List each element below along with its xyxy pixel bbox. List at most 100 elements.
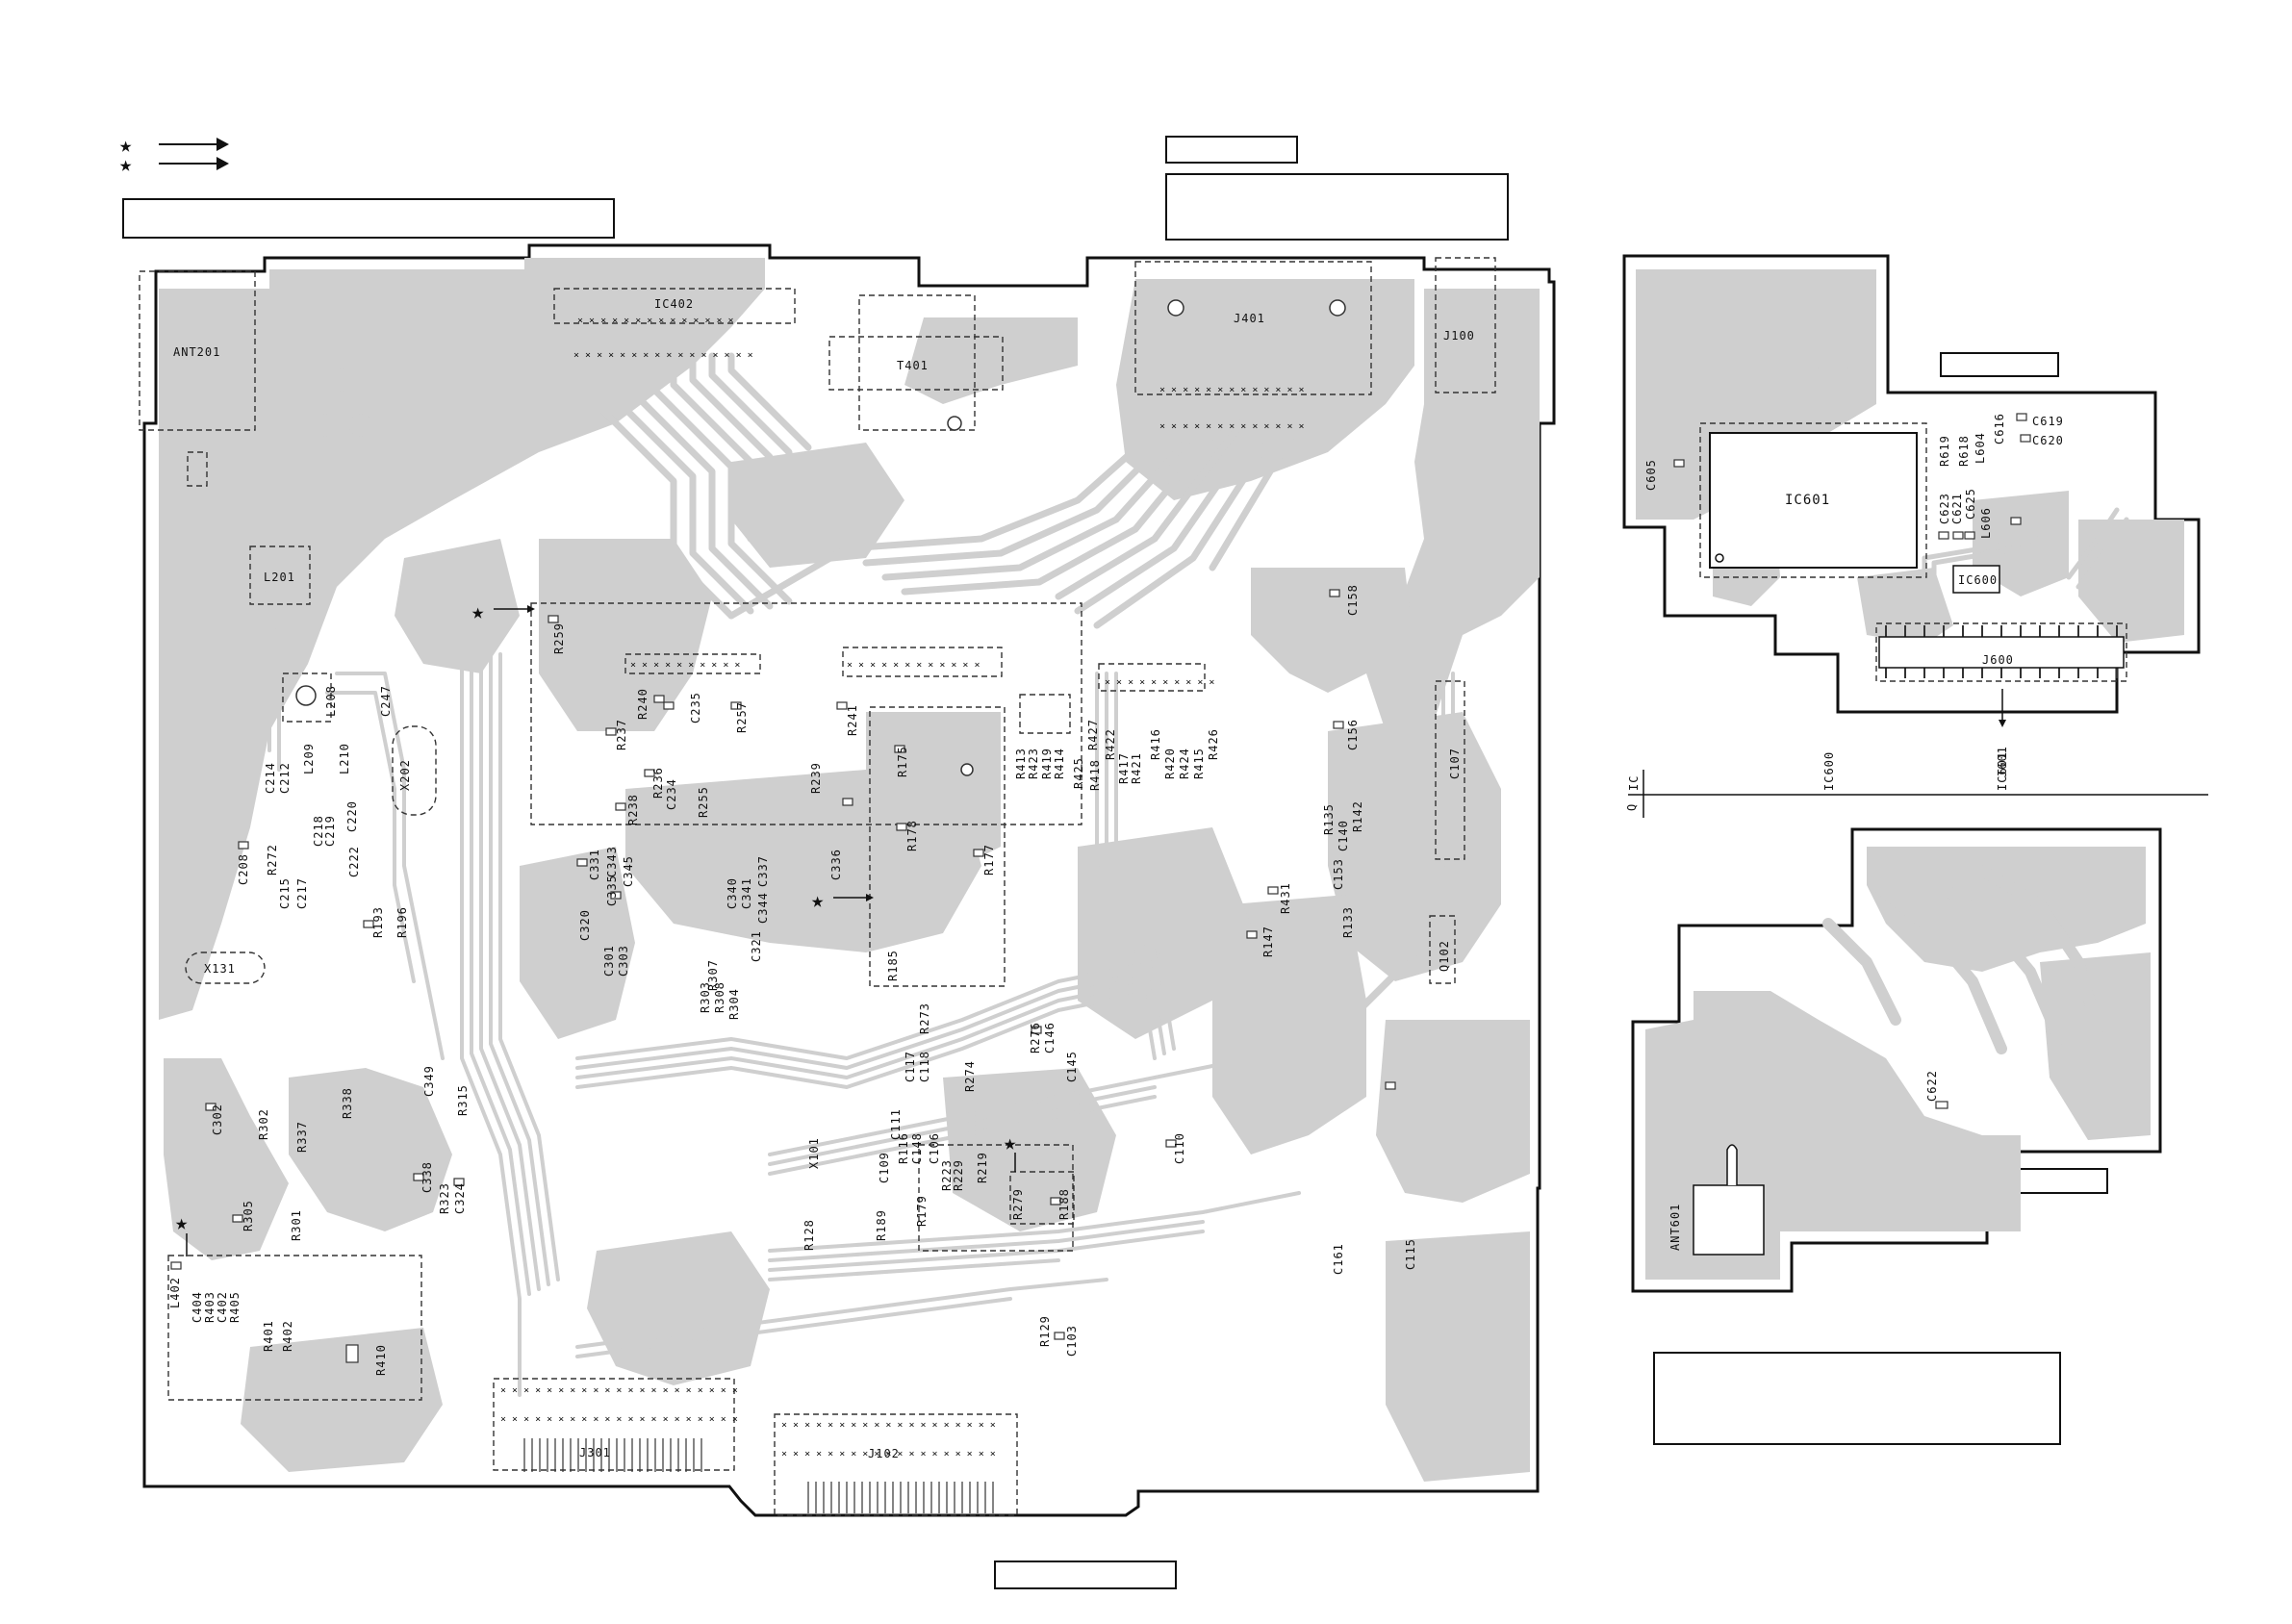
- component-label: C158: [1346, 584, 1360, 616]
- component-label: J601: [1996, 746, 2009, 777]
- component-label: R323: [438, 1182, 451, 1214]
- component-label: C623: [1938, 493, 1951, 524]
- component-label: R257: [735, 701, 749, 733]
- component-label: R272: [266, 844, 279, 875]
- component-label: C235: [689, 692, 702, 723]
- component-label: R129: [1038, 1315, 1052, 1347]
- component-label: R405: [228, 1291, 242, 1323]
- component-label: R421: [1130, 752, 1143, 784]
- svg-text:★: ★: [811, 889, 824, 913]
- svg-text:★: ★: [119, 153, 132, 177]
- component-label: C621: [1950, 493, 1964, 524]
- component-label: C115: [1404, 1238, 1417, 1270]
- svg-text:× × × × × × × × × × × × × × ×: × × × × × × × × × × × × × × × × × × × × …: [500, 1385, 738, 1396]
- component-label: C106: [928, 1132, 941, 1164]
- component-label: L402: [168, 1277, 182, 1308]
- component-label: R223: [940, 1159, 954, 1191]
- component-label: R237: [615, 719, 628, 750]
- component-label: J600: [1982, 653, 2014, 667]
- title-box-main: [122, 198, 615, 239]
- svg-text:× × × × × × × × × × × × ×: × × × × × × × × × × × × ×: [1159, 385, 1305, 395]
- component-label: R239: [809, 762, 823, 794]
- component-label: C321: [750, 930, 763, 962]
- component-label: C118: [918, 1051, 931, 1082]
- legend-star-arrows: ★ ★: [119, 134, 229, 177]
- component-label: R303: [699, 981, 712, 1013]
- component-label: C110: [1173, 1132, 1186, 1164]
- component-label: C341: [740, 877, 753, 909]
- svg-text:× × × × × × × × × × × × × × ×: × × × × × × × × × × × × × × × × × × ×: [781, 1449, 996, 1459]
- component-label: R413: [1014, 748, 1028, 779]
- component-label: C234: [665, 778, 678, 810]
- component-label: IC402: [654, 297, 694, 311]
- component-label: R189: [875, 1209, 888, 1241]
- component-label: C156: [1346, 719, 1360, 750]
- connector-pins: × × × × × × × × × × × × × × × × × × × × …: [500, 316, 1305, 1459]
- svg-text:★: ★: [1004, 1131, 1016, 1155]
- component-label: IC600: [1958, 573, 1998, 587]
- component-label: R418: [1088, 759, 1102, 791]
- component-label: X131: [204, 962, 236, 976]
- component-label: R305: [242, 1200, 255, 1231]
- component-label: C622: [1925, 1070, 1939, 1102]
- component-label: R425: [1072, 757, 1085, 789]
- component-label: R315: [456, 1084, 470, 1116]
- component-label: R196: [395, 906, 409, 938]
- component-label: R338: [341, 1087, 354, 1119]
- component-label: R618: [1957, 435, 1971, 467]
- svg-text:× × × × × × × × × × × × × × ×: × × × × × × × × × × × × × × × × × × × × …: [500, 1414, 738, 1425]
- component-label: C117: [904, 1051, 917, 1082]
- component-label: R422: [1104, 728, 1117, 760]
- connection-stars: ★ ★ ★ ★: [175, 600, 1016, 1256]
- component-label: R188: [1057, 1188, 1071, 1220]
- component-label: R255: [697, 786, 710, 818]
- title-box-small: [1165, 136, 1298, 164]
- component-label: C219: [323, 815, 337, 847]
- component-label: C337: [756, 855, 770, 887]
- component-label: C107: [1448, 748, 1462, 779]
- divider-label-center: IC600: [1822, 751, 1836, 791]
- component-label: T401: [897, 359, 929, 372]
- component-label: R619: [1938, 435, 1951, 467]
- main-board-labels: ANT201 IC402 T401 J401 J100 L201 R259 L2…: [168, 297, 1474, 1460]
- component-label: C214: [264, 762, 277, 794]
- component-label: L604: [1974, 432, 1987, 464]
- component-label: L210: [338, 743, 351, 774]
- component-label: C218: [312, 815, 325, 847]
- component-label: L208: [324, 685, 338, 717]
- component-label: L201: [264, 571, 295, 584]
- component-label: R276: [1029, 1022, 1042, 1053]
- component-label: C619: [2032, 415, 2064, 428]
- component-label: C111: [889, 1108, 903, 1140]
- component-label: R229: [952, 1159, 965, 1191]
- component-label: C145: [1065, 1051, 1079, 1082]
- component-label: IC601: [1785, 493, 1830, 508]
- component-label: C349: [422, 1065, 436, 1097]
- component-label: X101: [807, 1137, 821, 1169]
- svg-text:× × × × × × × × × × × × × ×: × × × × × × × × × × × × × ×: [577, 316, 734, 326]
- component-label: C146: [1043, 1022, 1057, 1053]
- component-label: C161: [1332, 1243, 1345, 1275]
- component-label: R402: [281, 1320, 294, 1352]
- component-label: R419: [1040, 748, 1054, 779]
- component-label: C153: [1332, 858, 1345, 890]
- component-label: R147: [1261, 926, 1275, 957]
- component-label: J301: [579, 1446, 611, 1459]
- component-label: R133: [1341, 906, 1355, 938]
- svg-text:★: ★: [175, 1211, 188, 1235]
- component-label: J401: [1234, 312, 1265, 325]
- svg-text:× × × × × × × × × ×: × × × × × × × × × ×: [1105, 677, 1214, 688]
- component-label: C335: [605, 875, 619, 906]
- component-label: R274: [963, 1060, 977, 1092]
- svg-text:× × × × × × × × × ×: × × × × × × × × × ×: [630, 660, 740, 671]
- component-label: R259: [552, 622, 566, 654]
- component-label: C324: [453, 1182, 467, 1214]
- component-label: R177: [982, 844, 996, 875]
- svg-text:★: ★: [471, 600, 484, 624]
- component-label: R240: [636, 688, 649, 720]
- component-label: R273: [918, 1002, 931, 1034]
- component-label: C109: [878, 1152, 891, 1183]
- svg-text:× × × × × × × × × × × × × × ×: × × × × × × × × × × × × × × × ×: [573, 350, 753, 361]
- divider-label-right: IC601: [1996, 751, 2009, 791]
